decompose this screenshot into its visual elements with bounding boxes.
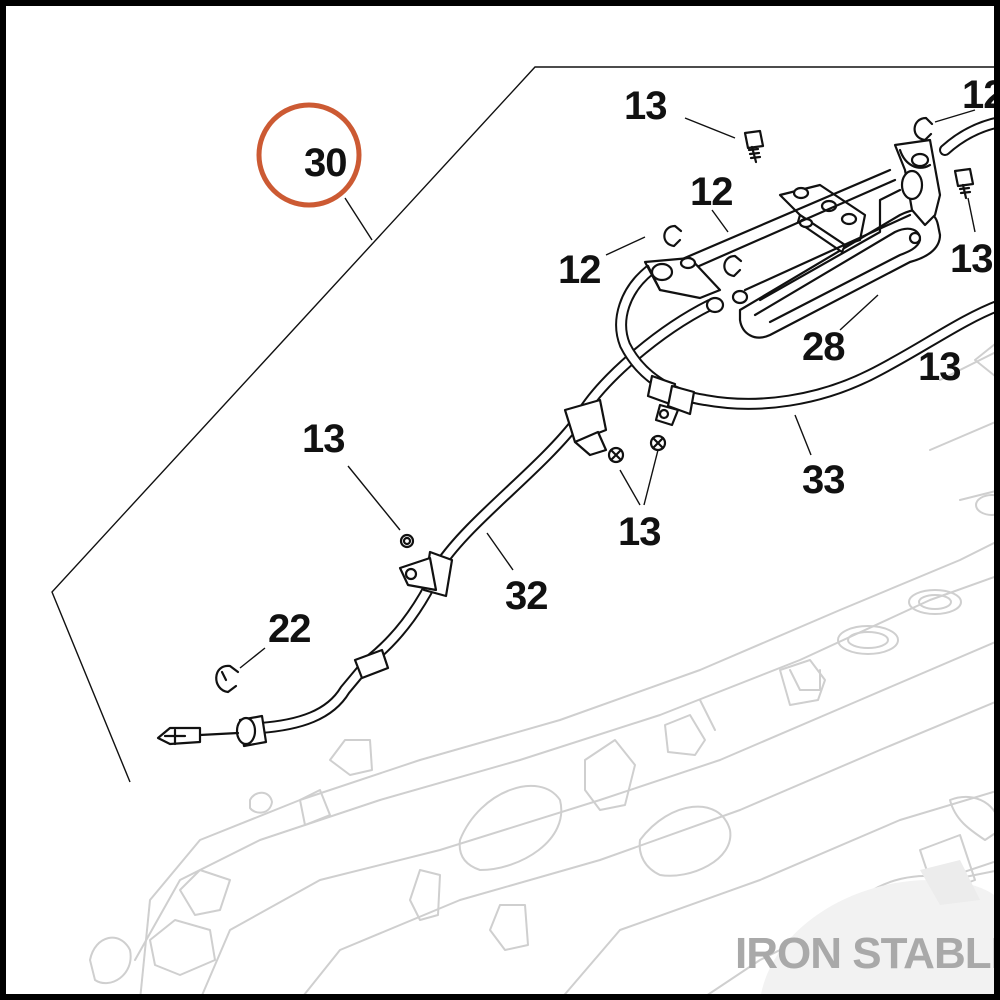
nuts-13-bottom	[607, 434, 667, 464]
subframe-ghost-drawing	[89, 299, 1000, 1000]
bolt-13-top	[743, 129, 765, 164]
callout-13-left: 13	[302, 417, 345, 461]
callout-12-left: 12	[558, 248, 601, 292]
kit-outline-frame	[51, 66, 1000, 783]
callout-13-right: 13	[950, 237, 993, 281]
callout-32: 32	[505, 574, 548, 618]
callout-12-top-right: 12	[962, 73, 1000, 117]
equalizer-bracket-28	[643, 138, 942, 339]
callout-13-mid-right: 13	[918, 345, 961, 389]
callout-33: 33	[802, 458, 845, 502]
callout-22: 22	[268, 607, 311, 651]
cable-33	[615, 116, 1000, 427]
clip-22	[215, 664, 240, 694]
callout-13-bottom: 13	[618, 510, 661, 554]
nut-13-left	[399, 533, 415, 549]
bolt-13-right	[953, 167, 975, 200]
leader-lines	[239, 109, 976, 669]
callout-labels: 30 13 12 12 12 13 28 13 33 13 13 32 22	[268, 73, 1000, 651]
clips-12	[663, 116, 934, 278]
watermark: IRON STABLE	[735, 860, 1000, 1000]
callout-13-top: 13	[624, 84, 667, 128]
cable-32	[156, 299, 716, 748]
callout-30: 30	[304, 141, 347, 185]
watermark-text: IRON STABLE	[735, 929, 1000, 978]
highlight-circle	[256, 102, 362, 208]
callout-12-mid: 12	[690, 170, 733, 214]
callout-28: 28	[802, 325, 845, 369]
